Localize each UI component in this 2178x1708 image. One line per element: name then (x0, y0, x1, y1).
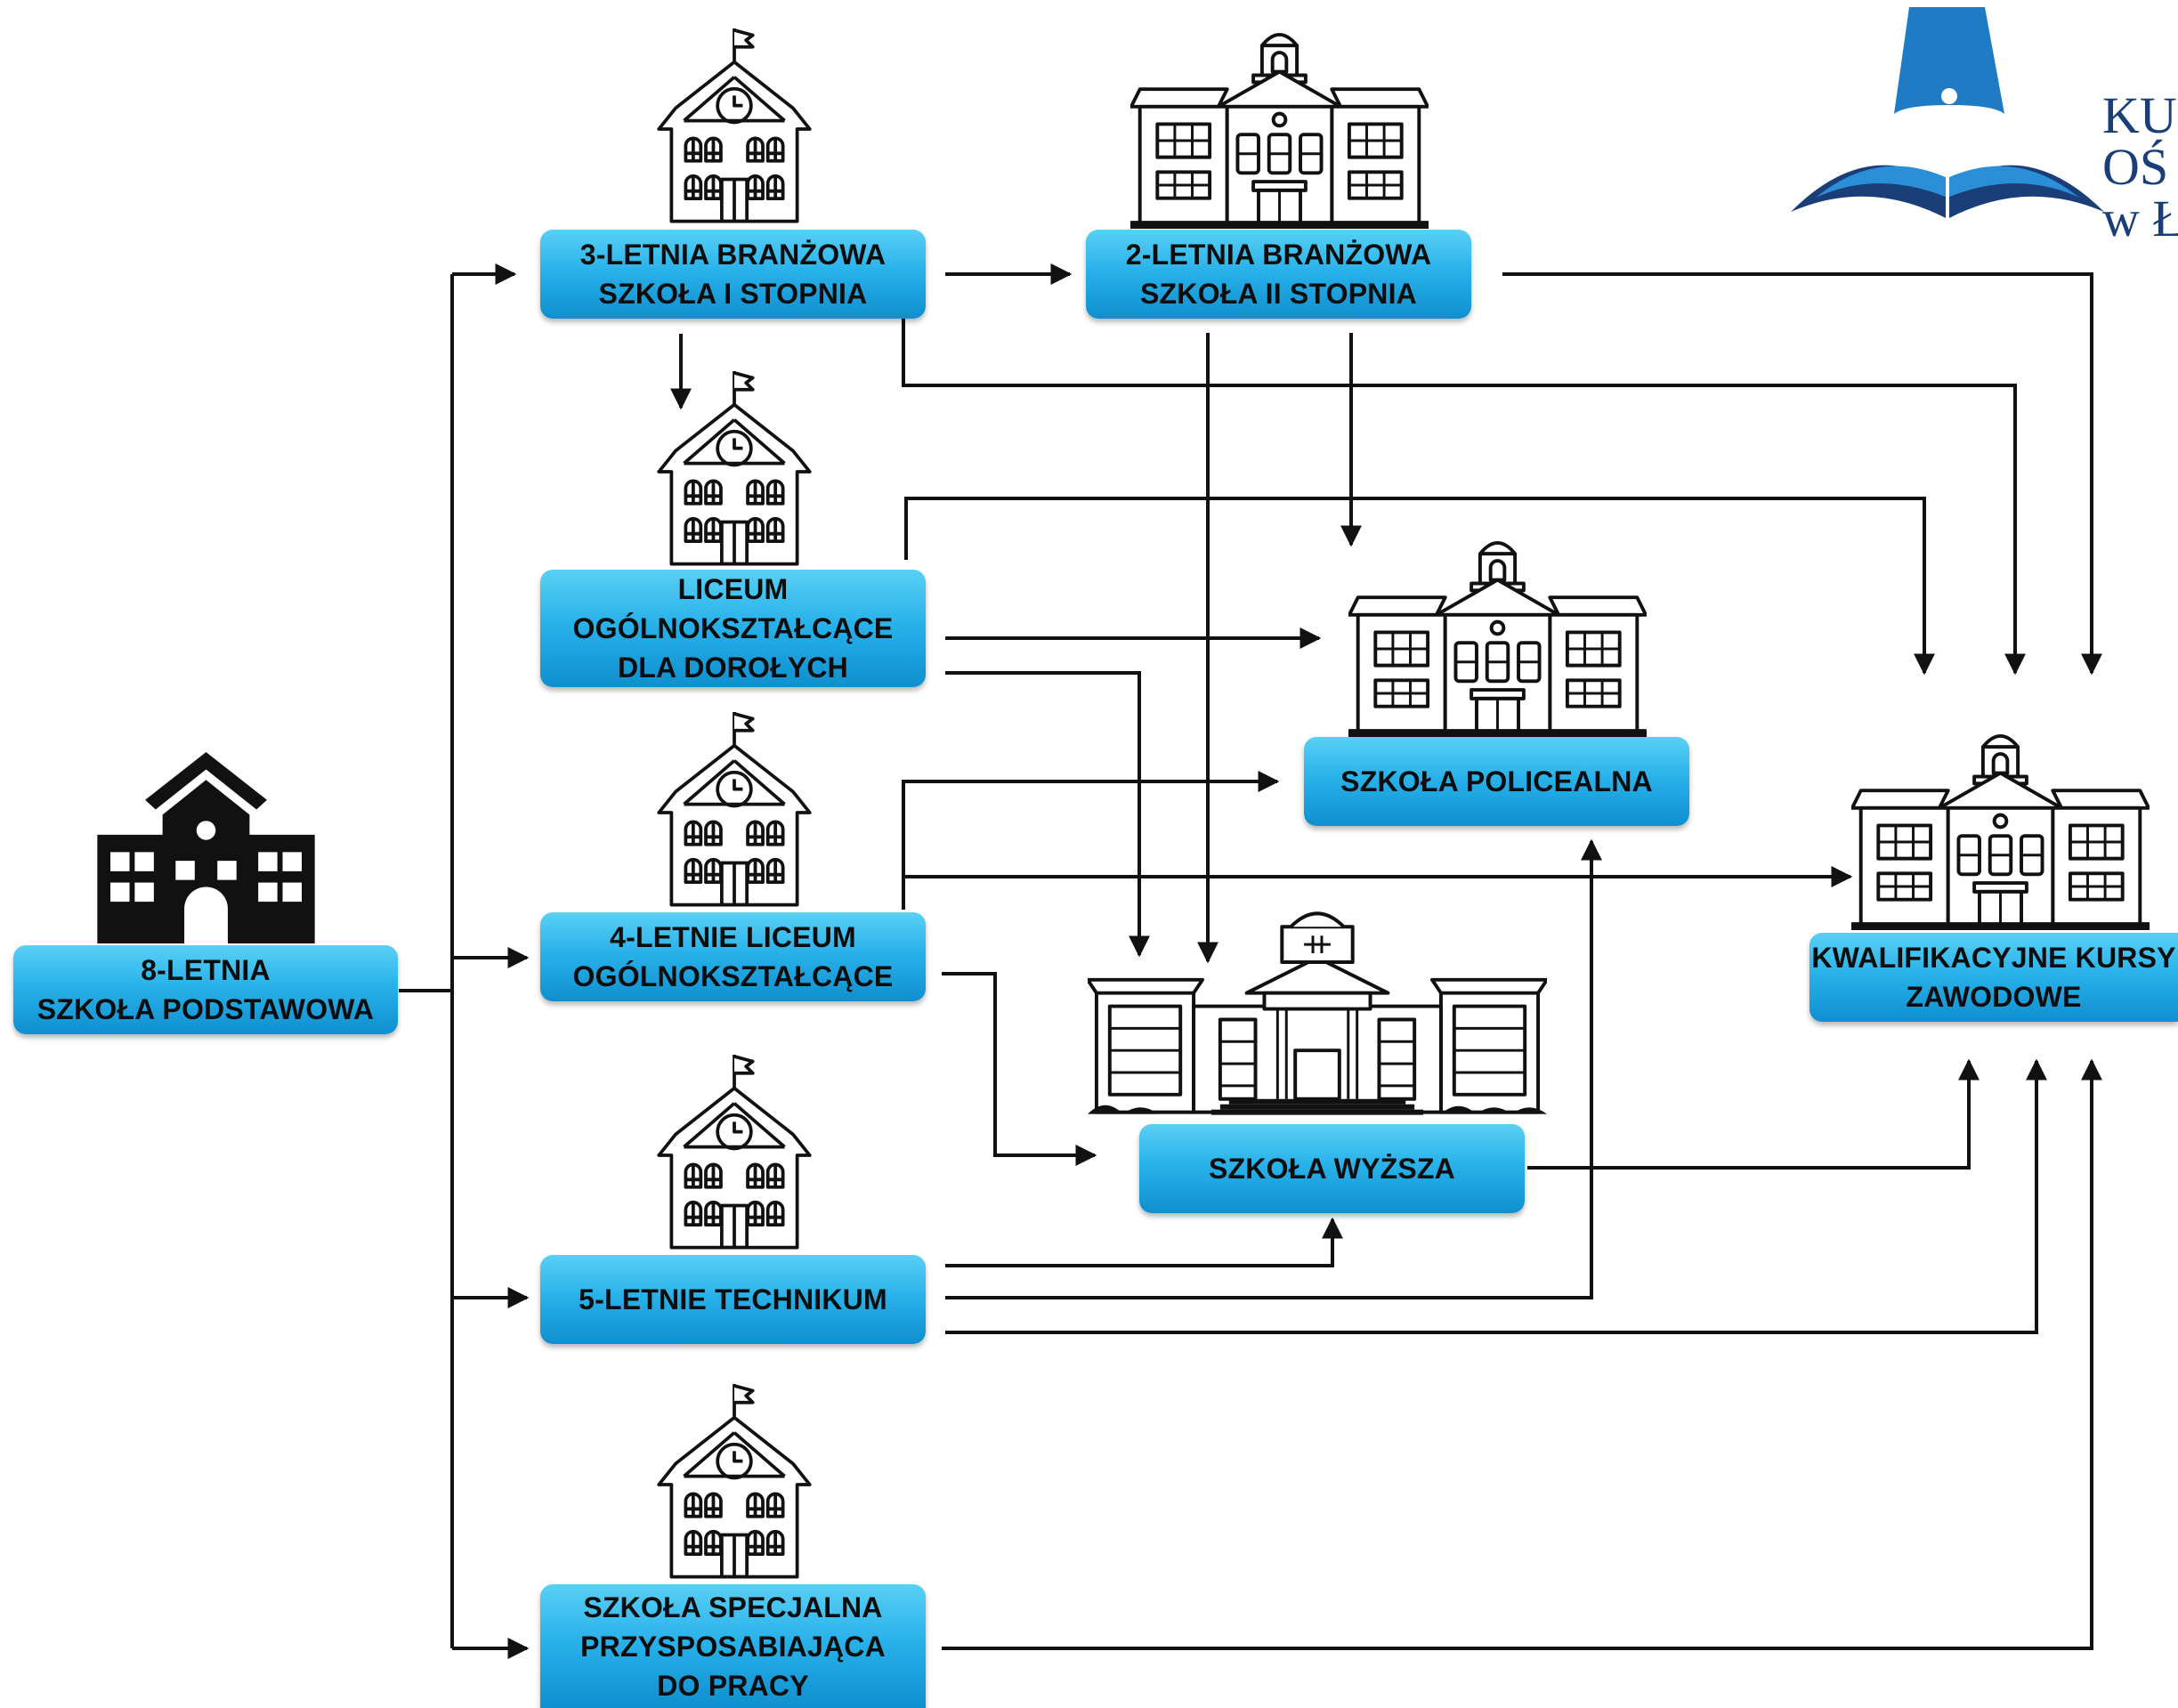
edge-liceum-adult-kursy (904, 497, 1935, 676)
node-label-line: 8-LETNIA (141, 954, 271, 986)
school-bell-icon (1348, 540, 1647, 737)
node-label-line: SZKOŁA WYŻSZA (1209, 1153, 1455, 1185)
edge-branz1-kursy (902, 315, 2026, 676)
logo-emblem (1791, 7, 2104, 219)
node-3-letnia-branzowa: 3-LETNIA BRANŻOWA SZKOŁA I STOPNIA (540, 230, 926, 319)
university-icon (1088, 913, 1547, 1114)
node-label-line: SZKOŁA II STOPNIA (1140, 278, 1417, 310)
node-label-line: SZKOŁA SPECJALNA (583, 1591, 883, 1623)
node-label-line: OGÓLNOKSZTAŁCĄCE (572, 960, 894, 992)
node-4-letnie-liceum: 4-LETNIE LICEUM OGÓLNOKSZTAŁCĄCE (540, 912, 926, 1001)
school-solid-icon (97, 752, 315, 943)
node-label-line: KWALIFIKACYJNE KURSY (1811, 942, 2176, 974)
node-label-line: SZKOŁA PODSTAWOWA (36, 993, 375, 1025)
logo-text-line-2: OŚ (2102, 138, 2169, 196)
school-flag-icon (657, 1384, 812, 1579)
edge-liceum4-policealna (902, 771, 1280, 910)
node-szkola-wyzsza: SZKOŁA WYŻSZA (1139, 1124, 1525, 1213)
node-label-line: SZKOŁA POLICEALNA (1340, 765, 1653, 797)
school-flag-icon (657, 1055, 812, 1250)
node-label-line: 2-LETNIA BRANŻOWA (1125, 239, 1432, 271)
edge-technikum-wyzsza (945, 1217, 1343, 1267)
logo-text-line-1: KU (2102, 86, 2177, 144)
school-bell-icon (1130, 32, 1429, 229)
edge-wyzsza-kursy (1527, 1058, 1980, 1170)
node-8-letnia-szkola-podstawowa: 8-LETNIA SZKOŁA PODSTAWOWA (13, 945, 398, 1034)
school-flag-icon (657, 28, 812, 223)
node-label-line: 4-LETNIE LICEUM (610, 921, 856, 953)
node-label-line: LICEUM (677, 573, 789, 605)
node-label-line: SZKOŁA I STOPNIA (598, 278, 868, 310)
node-label-line: DLA DOROŁYCH (618, 652, 848, 684)
school-bell-icon (1851, 733, 2150, 930)
node-2-letnia-branzowa: 2-LETNIA BRANŻOWA SZKOŁA II STOPNIA (1086, 230, 1471, 319)
edge-liceum4-wyzsza (942, 972, 1097, 1166)
edge-liceum-adult-wyzsza (945, 671, 1150, 958)
logo (1789, 0, 2178, 236)
edge-technikum-policealna (945, 838, 1602, 1299)
node-szkola-policealna: SZKOŁA POLICEALNA (1304, 737, 1689, 826)
node-label-line: OGÓLNOKSZTAŁCĄCE (572, 612, 894, 644)
node-label-line: ZAWODOWE (1906, 981, 2082, 1013)
edge-primary-trunk (399, 274, 454, 1648)
logo-text-line-3: w Ł (2102, 190, 2178, 247)
edge-technikum-kursy (945, 1058, 2047, 1334)
node-label-line: 5-LETNIE TECHNIKUM (579, 1283, 887, 1315)
node-kwalifikacyjne-kursy-zawodowe: KWALIFIKACYJNE KURSY ZAWODOWE (1810, 933, 2178, 1022)
node-szkola-specjalna: SZKOŁA SPECJALNA PRZYSPOSABIAJĄCA DO PRA… (540, 1584, 926, 1708)
node-label-line: 3-LETNIA BRANŻOWA (579, 239, 887, 271)
node-liceum-dla-doroslych: LICEUM OGÓLNOKSZTAŁCĄCE DLA DOROŁYCH (540, 570, 926, 687)
node-5-letnie-technikum: 5-LETNIE TECHNIKUM (540, 1255, 926, 1344)
school-flag-icon (657, 712, 812, 907)
node-label-line: DO PRACY (657, 1669, 809, 1702)
node-label-line: PRZYSPOSABIAJĄCA (580, 1630, 886, 1663)
edge-branz2-kursy (1502, 272, 2102, 676)
edge-special-kursy (942, 1058, 2102, 1650)
